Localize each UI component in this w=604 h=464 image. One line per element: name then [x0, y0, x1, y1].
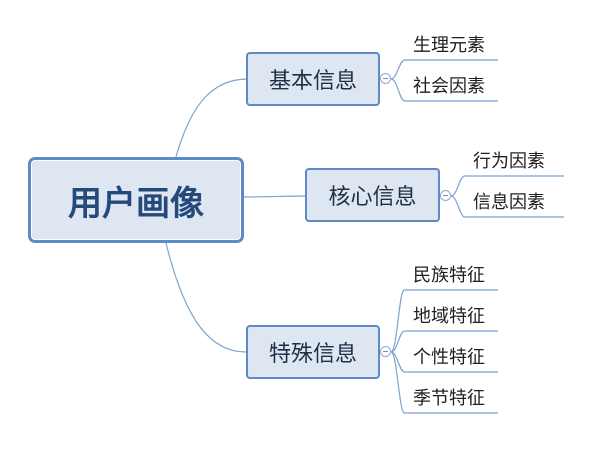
- leaf-node[interactable]: 季节特征: [413, 388, 485, 409]
- branch-node-basic-info[interactable]: 基本信息: [246, 52, 380, 106]
- collapse-toggle-icon[interactable]: [380, 346, 391, 357]
- branch-node-special-info[interactable]: 特殊信息: [246, 325, 380, 379]
- branch-node-core-info[interactable]: 核心信息: [305, 168, 440, 222]
- leaf-node[interactable]: 行为因素: [473, 151, 545, 172]
- branch-label: 核心信息: [328, 185, 417, 210]
- leaf-node[interactable]: 信息因素: [473, 192, 545, 213]
- leaf-node[interactable]: 生理元素: [413, 35, 485, 56]
- connector-root-branch-0: [175, 78, 247, 158]
- leaf-node[interactable]: 个性特征: [413, 347, 485, 368]
- collapse-toggle-icon[interactable]: [440, 190, 451, 201]
- leaf-node[interactable]: 社会因素: [413, 76, 485, 97]
- connector-branch-2-leaf-3: [390, 351, 498, 414]
- connector-branch-2-leaf-1: [390, 330, 498, 353]
- connector-root-branch-1: [243, 195, 306, 198]
- leaf-node[interactable]: 民族特征: [413, 265, 485, 286]
- connector-branch-0-leaf-1: [390, 78, 498, 102]
- connector-branch-0-leaf-0: [390, 59, 498, 80]
- root-node[interactable]: 用户画像: [28, 157, 244, 243]
- connector-branch-1-leaf-1: [450, 195, 564, 218]
- root-label: 用户画像: [68, 183, 204, 224]
- leaf-node[interactable]: 地域特征: [413, 306, 485, 327]
- connector-root-branch-2: [165, 242, 247, 353]
- connector-branch-1-leaf-0: [450, 175, 564, 197]
- branch-label: 基本信息: [268, 69, 357, 94]
- collapse-toggle-icon[interactable]: [380, 73, 391, 84]
- branch-label: 特殊信息: [268, 342, 357, 367]
- connector-branch-2-leaf-0: [390, 289, 498, 353]
- connector-branch-2-leaf-2: [390, 351, 498, 373]
